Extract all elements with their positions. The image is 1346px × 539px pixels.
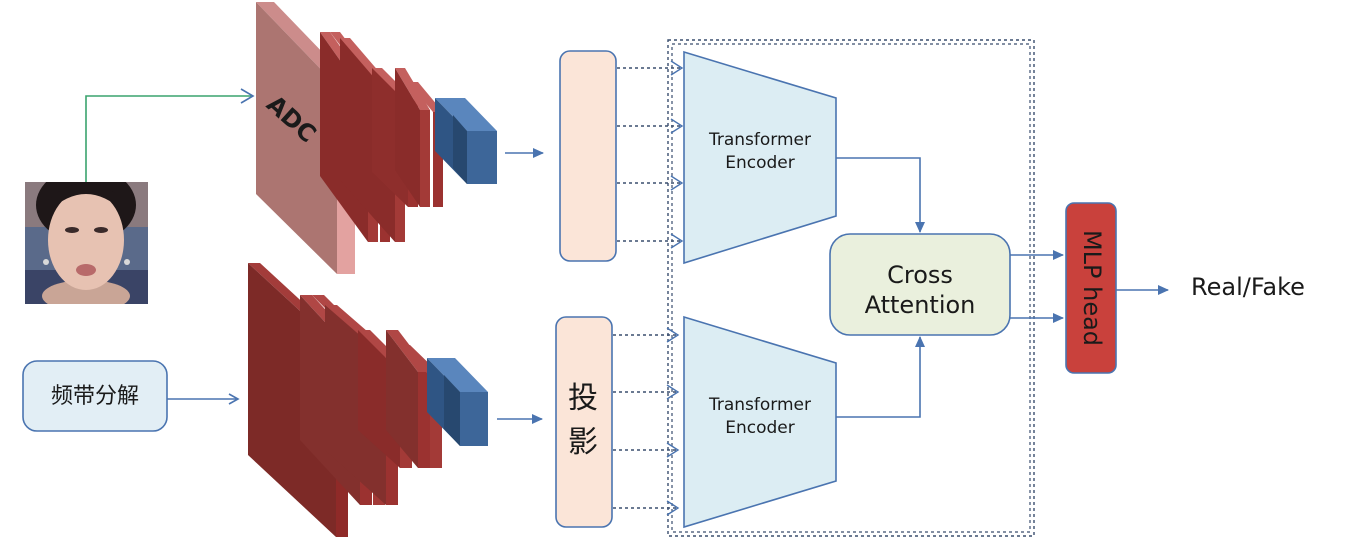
encoder-top-label-line2: Encoder bbox=[725, 153, 795, 173]
band-decompose-box bbox=[22, 360, 168, 432]
encoder-top-label-line1: Transformer bbox=[708, 130, 811, 150]
encoder-bottom-to-cross-arrow bbox=[836, 336, 925, 418]
encoder-bottom-label-line1: Transformer bbox=[708, 395, 811, 415]
band-decompose-label: 频带分解 bbox=[51, 384, 139, 409]
projection-label-char1: 投 bbox=[568, 381, 598, 416]
face-to-adc-arrowhead bbox=[240, 88, 255, 104]
face-to-adc-line bbox=[85, 95, 253, 182]
top-token-arrows bbox=[617, 67, 680, 242]
projection-box bbox=[555, 316, 613, 528]
mlp-head-label: MLP head bbox=[1078, 230, 1106, 346]
output-label: Real/Fake bbox=[1191, 273, 1305, 301]
encoder-top-to-cross-arrow bbox=[836, 157, 925, 233]
face-photo-icon bbox=[25, 182, 148, 304]
fusion-frame bbox=[667, 39, 1035, 537]
adc-network-stack bbox=[256, 2, 497, 274]
bottom-token-arrows bbox=[613, 334, 676, 509]
fusion-frame-inner bbox=[671, 43, 1031, 533]
adc-block-front bbox=[256, 2, 337, 274]
mlp-head-box bbox=[1065, 202, 1117, 374]
top-token-arrowheads bbox=[670, 60, 684, 249]
transformer-encoder-bottom bbox=[683, 315, 837, 529]
bottom-network-stack bbox=[248, 263, 488, 537]
projection-label-char2: 影 bbox=[568, 425, 598, 460]
cross-attention-label-line1: Cross bbox=[887, 261, 953, 289]
bottom-token-arrowheads bbox=[666, 327, 680, 516]
cross-attention-box bbox=[829, 233, 1011, 336]
transformer-encoder-top bbox=[683, 50, 837, 265]
encoder-bottom-label-line2: Encoder bbox=[725, 418, 795, 438]
top-token-box bbox=[559, 50, 617, 262]
cross-attention-label-line2: Attention bbox=[865, 291, 976, 319]
